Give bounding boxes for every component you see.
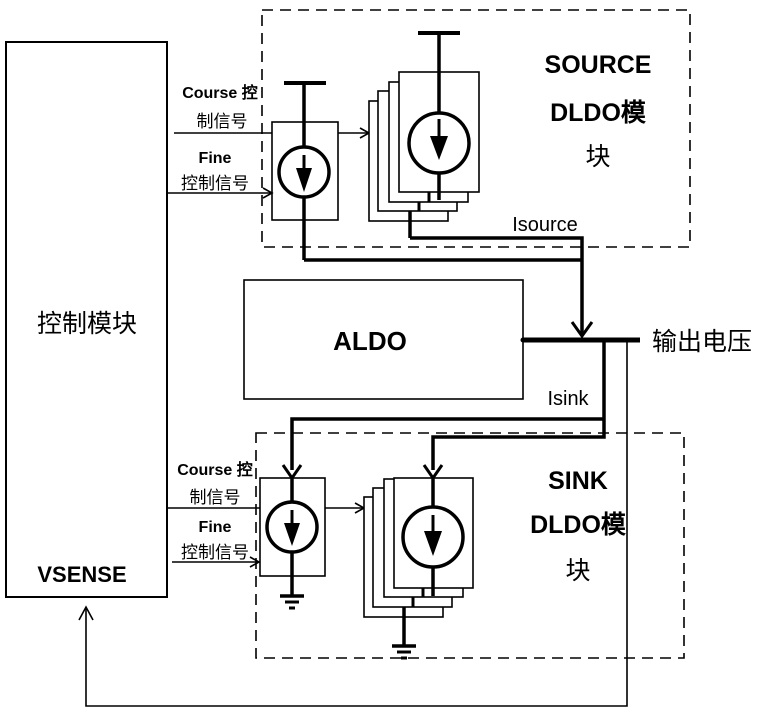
source-coarse-cell — [271, 81, 339, 260]
isink-wire — [431, 340, 606, 470]
source-module-boundary — [261, 9, 691, 248]
aldo-label: ALDO — [333, 326, 407, 356]
output-voltage-label: 输出电压 — [652, 327, 752, 356]
control-block: 控制模块 VSENSE — [5, 41, 168, 598]
source-title-line2: DLDO模 — [550, 98, 647, 127]
sink-fine-label-2: 控制信号 — [181, 543, 249, 563]
isink-label: Isink — [547, 388, 589, 410]
isource-arrow-icon — [570, 321, 594, 339]
sink-coarse-label-2: 制信号 — [190, 488, 241, 508]
source-fine-label-1: Fine — [199, 150, 232, 167]
isource-wire — [410, 236, 584, 334]
aldo-block: ALDO — [243, 279, 524, 400]
sink-coarse-label-1: Course 控 — [177, 460, 253, 479]
source-fine-cell-stack — [368, 31, 480, 238]
feedback-arrow-icon — [78, 605, 94, 621]
vsense-feedback-line — [85, 340, 628, 707]
sink-fine-cell-stack — [363, 464, 474, 660]
sink-coarse-cell — [259, 464, 326, 610]
sink-module-boundary — [255, 432, 685, 659]
sink-title-line2: DLDO模 — [530, 510, 627, 539]
sink-dldo-module: SINK DLDO模 块 Course 控 制信号 Fine 控制信号 — [168, 432, 685, 660]
control-block-frame — [5, 41, 168, 598]
vsense-label: VSENSE — [37, 562, 126, 587]
sink-coarse-wire — [290, 417, 604, 470]
sink-fine-label-1: Fine — [199, 519, 232, 536]
ground-icon — [392, 644, 416, 660]
control-block-title: 控制模块 — [37, 309, 137, 338]
sink-title-line1: SINK — [548, 467, 608, 495]
source-dldo-module: SOURCE DLDO模 块 Course 控 制信号 Fine 控制信号 — [168, 9, 691, 260]
source-fine-label-2: 控制信号 — [181, 174, 249, 194]
sink-title-line3: 块 — [565, 556, 590, 585]
source-title-line1: SOURCE — [545, 51, 652, 79]
source-coarse-label-2: 制信号 — [197, 112, 248, 132]
ground-icon — [280, 594, 304, 610]
isource-label: Isource — [512, 214, 578, 236]
source-title-line3: 块 — [585, 142, 610, 171]
source-coarse-label-1: Course 控 — [182, 83, 258, 102]
